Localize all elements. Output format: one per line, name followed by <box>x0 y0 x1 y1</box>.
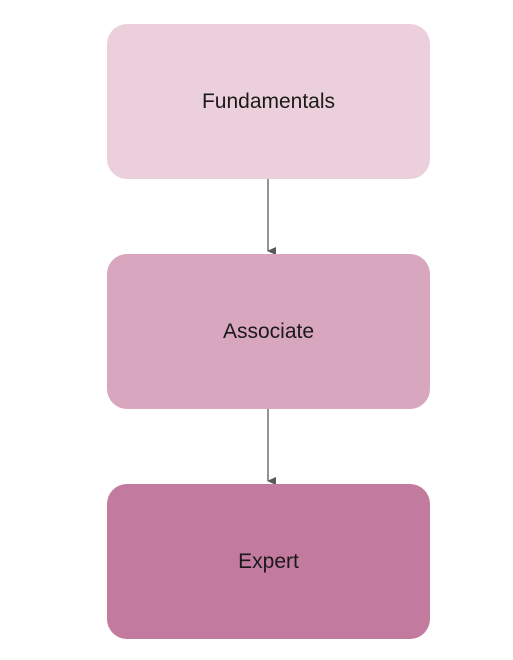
node-label-associate: Associate <box>222 319 315 343</box>
node-fundamentals: Fundamentals <box>107 24 430 179</box>
node-label-fundamentals: Fundamentals <box>201 89 336 113</box>
node-expert: Expert <box>107 484 430 639</box>
node-label-expert: Expert <box>238 549 299 573</box>
node-associate: Associate <box>107 254 430 409</box>
